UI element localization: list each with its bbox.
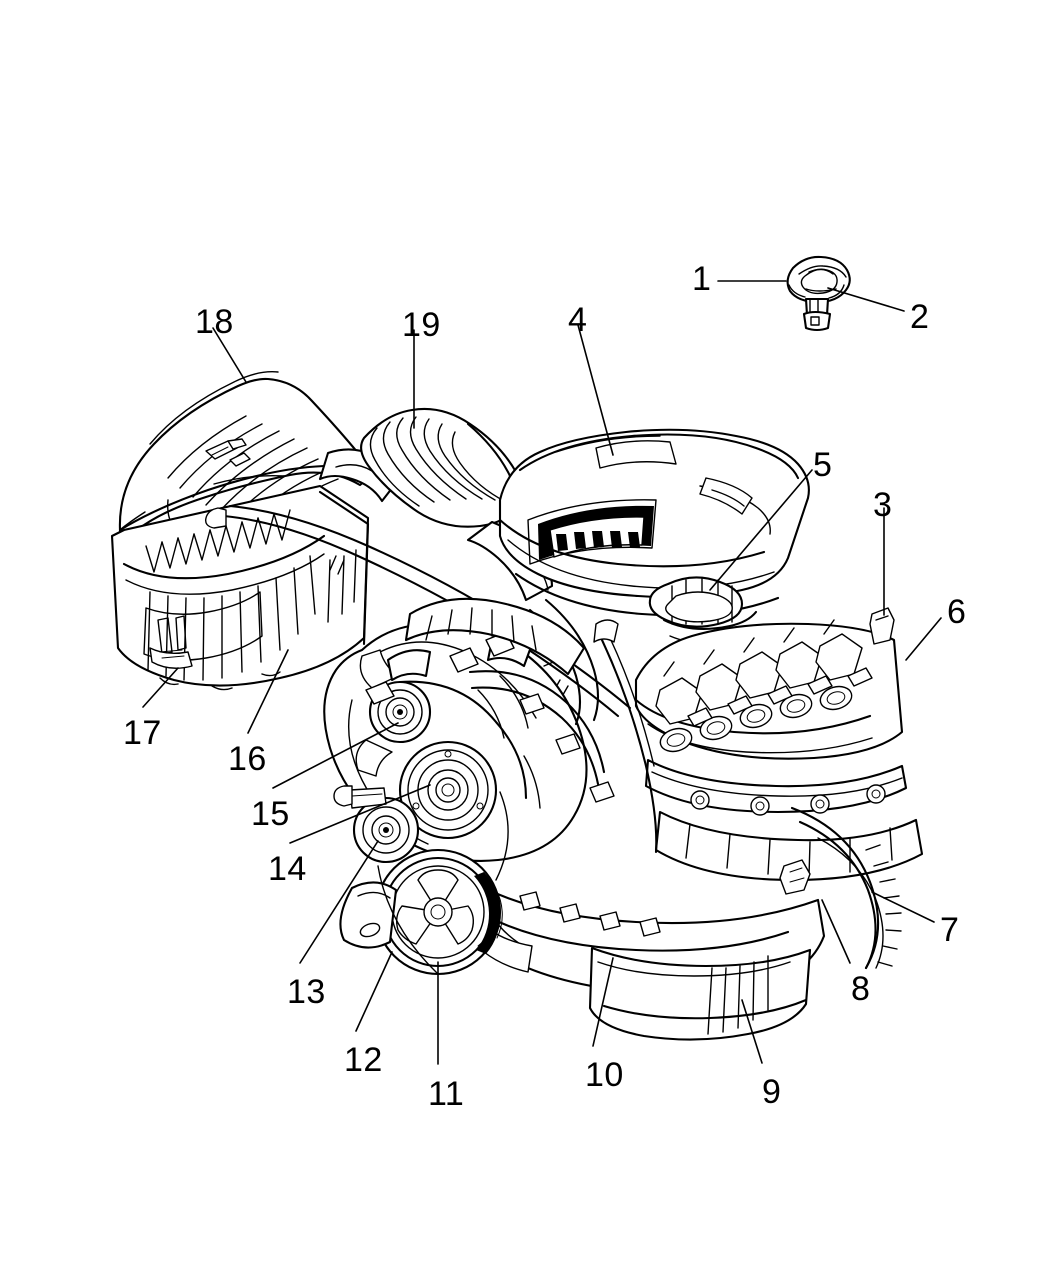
breather-hose [204, 504, 632, 718]
leader-lines [142, 280, 942, 1065]
callout-10[interactable]: 10 [585, 1056, 624, 1094]
idler-pulley-lower [352, 796, 420, 864]
callout-4[interactable]: 4 [568, 301, 588, 339]
accessory-drive [323, 622, 588, 976]
callout-3[interactable]: 3 [873, 486, 893, 524]
callout-14[interactable]: 14 [268, 850, 307, 888]
callout-6[interactable]: 6 [947, 593, 967, 631]
lower-engine-bracket [339, 881, 398, 949]
crankshaft-damper-pulley [374, 848, 503, 976]
callout-16[interactable]: 16 [228, 740, 267, 778]
left-bank-detail [365, 597, 586, 705]
air-intake-duct [360, 407, 554, 602]
water-pump-pulley [398, 740, 498, 840]
callout-12[interactable]: 12 [344, 1041, 383, 1079]
callout-2[interactable]: 2 [910, 298, 930, 336]
callout-17[interactable]: 17 [123, 714, 162, 752]
rocker-arm-assembly [655, 607, 895, 753]
callout-19[interactable]: 19 [402, 306, 441, 344]
flywheel-ring-gear [779, 806, 902, 970]
engine-cover [498, 428, 810, 644]
callout-18[interactable]: 18 [195, 303, 234, 341]
engine-block-and-oil-pan [460, 878, 826, 1041]
oil-filler-cap-detail [786, 255, 851, 332]
callout-15[interactable]: 15 [251, 795, 290, 833]
callout-1[interactable]: 1 [692, 260, 712, 298]
callout-13[interactable]: 13 [287, 973, 326, 1011]
callout-8[interactable]: 8 [851, 970, 871, 1008]
callout-7[interactable]: 7 [940, 911, 960, 949]
intake-plumbing [449, 598, 658, 854]
callout-9[interactable]: 9 [762, 1073, 782, 1111]
callout-11[interactable]: 11 [428, 1075, 465, 1113]
idler-pulley-upper [368, 680, 432, 744]
right-cylinder-bank [634, 607, 924, 882]
callout-5[interactable]: 5 [813, 446, 833, 484]
